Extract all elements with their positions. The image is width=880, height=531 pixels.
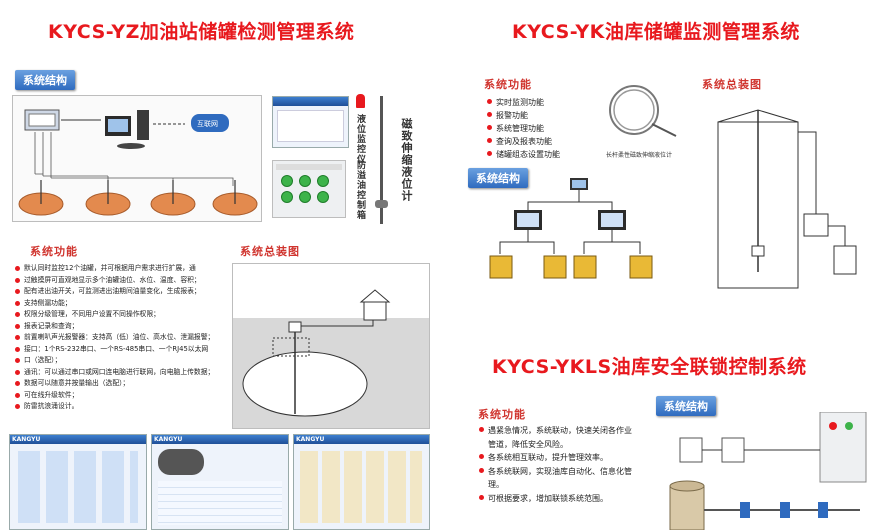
ykls-function-heading: 系统功能 bbox=[478, 408, 526, 421]
yk-function-item: 报警功能 bbox=[486, 109, 560, 122]
control-button-6 bbox=[317, 191, 329, 203]
yk-function-item: 系统管理功能 bbox=[486, 122, 560, 135]
yz-function-item: 数据可以随意并按量输出（选配）； bbox=[14, 378, 214, 390]
yz-function-item: 可在线升级软件； bbox=[14, 390, 214, 402]
kangyu-logo: KANGYU bbox=[154, 436, 183, 443]
yk-probe-caption: 长杆柔性磁致伸缩液位计 bbox=[606, 152, 673, 159]
alarm-light-icon bbox=[356, 94, 365, 108]
ykls-structure-tag: 系统结构 bbox=[656, 396, 716, 416]
yz-software-screen-3: KANGYU bbox=[293, 434, 430, 530]
yz-install-heading: 系统总装图 bbox=[240, 245, 300, 258]
yk-install-heading: 系统总装图 bbox=[702, 78, 762, 91]
kangyu-logo: KANGYU bbox=[12, 436, 41, 443]
title-yk: KYCS-YK油库储罐监测管理系统 bbox=[512, 21, 800, 43]
ykls-function-item: 各系统联网，实现油库自动化、信息化管理。 bbox=[478, 465, 638, 492]
yz-structure-tag: 系统结构 bbox=[15, 70, 75, 90]
ykls-function-item: 各系统相互联动，提升管理效率。 bbox=[478, 451, 638, 465]
yk-function-item: 储罐组态设置功能 bbox=[486, 148, 560, 161]
title-ykls: KYCS-YKLS油库安全联锁控制系统 bbox=[492, 356, 807, 378]
internet-label: 互联网 bbox=[197, 119, 218, 128]
device-label-probe: 磁致伸缩液位计 bbox=[400, 118, 413, 202]
kangyu-logo: KANGYU bbox=[296, 436, 325, 443]
yz-function-item: 权限分级管理，不同用户设置不同操作权限； bbox=[14, 309, 214, 321]
yz-structure-diagram: 互联网 bbox=[12, 95, 262, 222]
yz-function-item: 报表记录和查询； bbox=[14, 321, 214, 333]
yz-install-svg bbox=[233, 289, 429, 428]
yz-function-item: 前置喇叭声光报警器：支持高（低）油位、高水位、泄漏报警； bbox=[14, 332, 214, 344]
ykls-structure-diagram bbox=[669, 412, 867, 530]
yk-function-heading: 系统功能 bbox=[484, 78, 532, 91]
yz-function-item: 通讯：可以通过串口或网口连电脑进行联网，向电脑上传数据； bbox=[14, 367, 214, 379]
yz-function-item: 过触摸屏可直观地显示多个油罐油位、水位、温度、容积； bbox=[14, 275, 214, 287]
control-button-1 bbox=[281, 175, 293, 187]
yz-function-item: 接口：1个RS-232串口、一个RS-485串口、一个RJ45以太网 bbox=[14, 344, 214, 356]
yz-function-item: 防雷抗浪涌设计。 bbox=[14, 401, 214, 413]
yz-function-heading: 系统功能 bbox=[30, 245, 78, 258]
yz-software-screen-2: KANGYU bbox=[151, 434, 289, 530]
control-button-3 bbox=[317, 175, 329, 187]
yz-function-item: 默认同时监控12个油罐，并可根据用户需求进行扩展，通 bbox=[14, 263, 214, 275]
ykls-function-list: 遇紧急情况，系统联动，快速关闭各作业管道，降低安全风险。 各系统相互联动，提升管… bbox=[478, 424, 638, 505]
yz-install-diagram bbox=[232, 263, 430, 429]
ykls-function-item: 可根据要求，增加联锁系统范围。 bbox=[478, 492, 638, 506]
yk-install-diagram bbox=[717, 109, 857, 289]
magnetostrictive-probe-rod bbox=[380, 96, 383, 224]
device-label-level-monitor: 液位监控仪 bbox=[355, 114, 365, 164]
control-button-2 bbox=[299, 175, 311, 187]
probe-float-icon bbox=[375, 200, 388, 208]
yk-function-item: 实时监测功能 bbox=[486, 96, 560, 109]
control-button-5 bbox=[299, 191, 311, 203]
control-button-4 bbox=[281, 191, 293, 203]
yz-structure-svg: 互联网 bbox=[18, 109, 258, 216]
yz-function-list: 默认同时监控12个油罐，并可根据用户需求进行扩展，通 过触摸屏可直观地显示多个油… bbox=[14, 263, 214, 413]
yz-overflow-control-box bbox=[272, 160, 346, 218]
yk-probe-cable-icon bbox=[609, 85, 677, 137]
yk-function-list: 实时监测功能 报警功能 系统管理功能 查询及报表功能 储罐组态设置功能 bbox=[486, 96, 560, 161]
title-yz: KYCS-YZ加油站储罐检测管理系统 bbox=[48, 21, 355, 43]
yk-structure-tag: 系统结构 bbox=[468, 168, 528, 188]
yz-function-item: 口（选配）； bbox=[14, 355, 214, 367]
yz-software-screen-1: KANGYU bbox=[9, 434, 147, 530]
ykls-function-item: 遇紧急情况，系统联动，快速关闭各作业管道，降低安全风险。 bbox=[478, 424, 638, 451]
yk-structure-diagram bbox=[489, 178, 653, 279]
yz-function-item: 支持侧漏功能； bbox=[14, 298, 214, 310]
yz-level-monitor-screen bbox=[272, 96, 349, 148]
yk-function-item: 查询及报表功能 bbox=[486, 135, 560, 148]
yz-function-item: 配有进出油开关，可监测进出油期间油量变化，生成报表； bbox=[14, 286, 214, 298]
device-label-overflow-box: 防溢油控制箱 bbox=[355, 160, 365, 220]
